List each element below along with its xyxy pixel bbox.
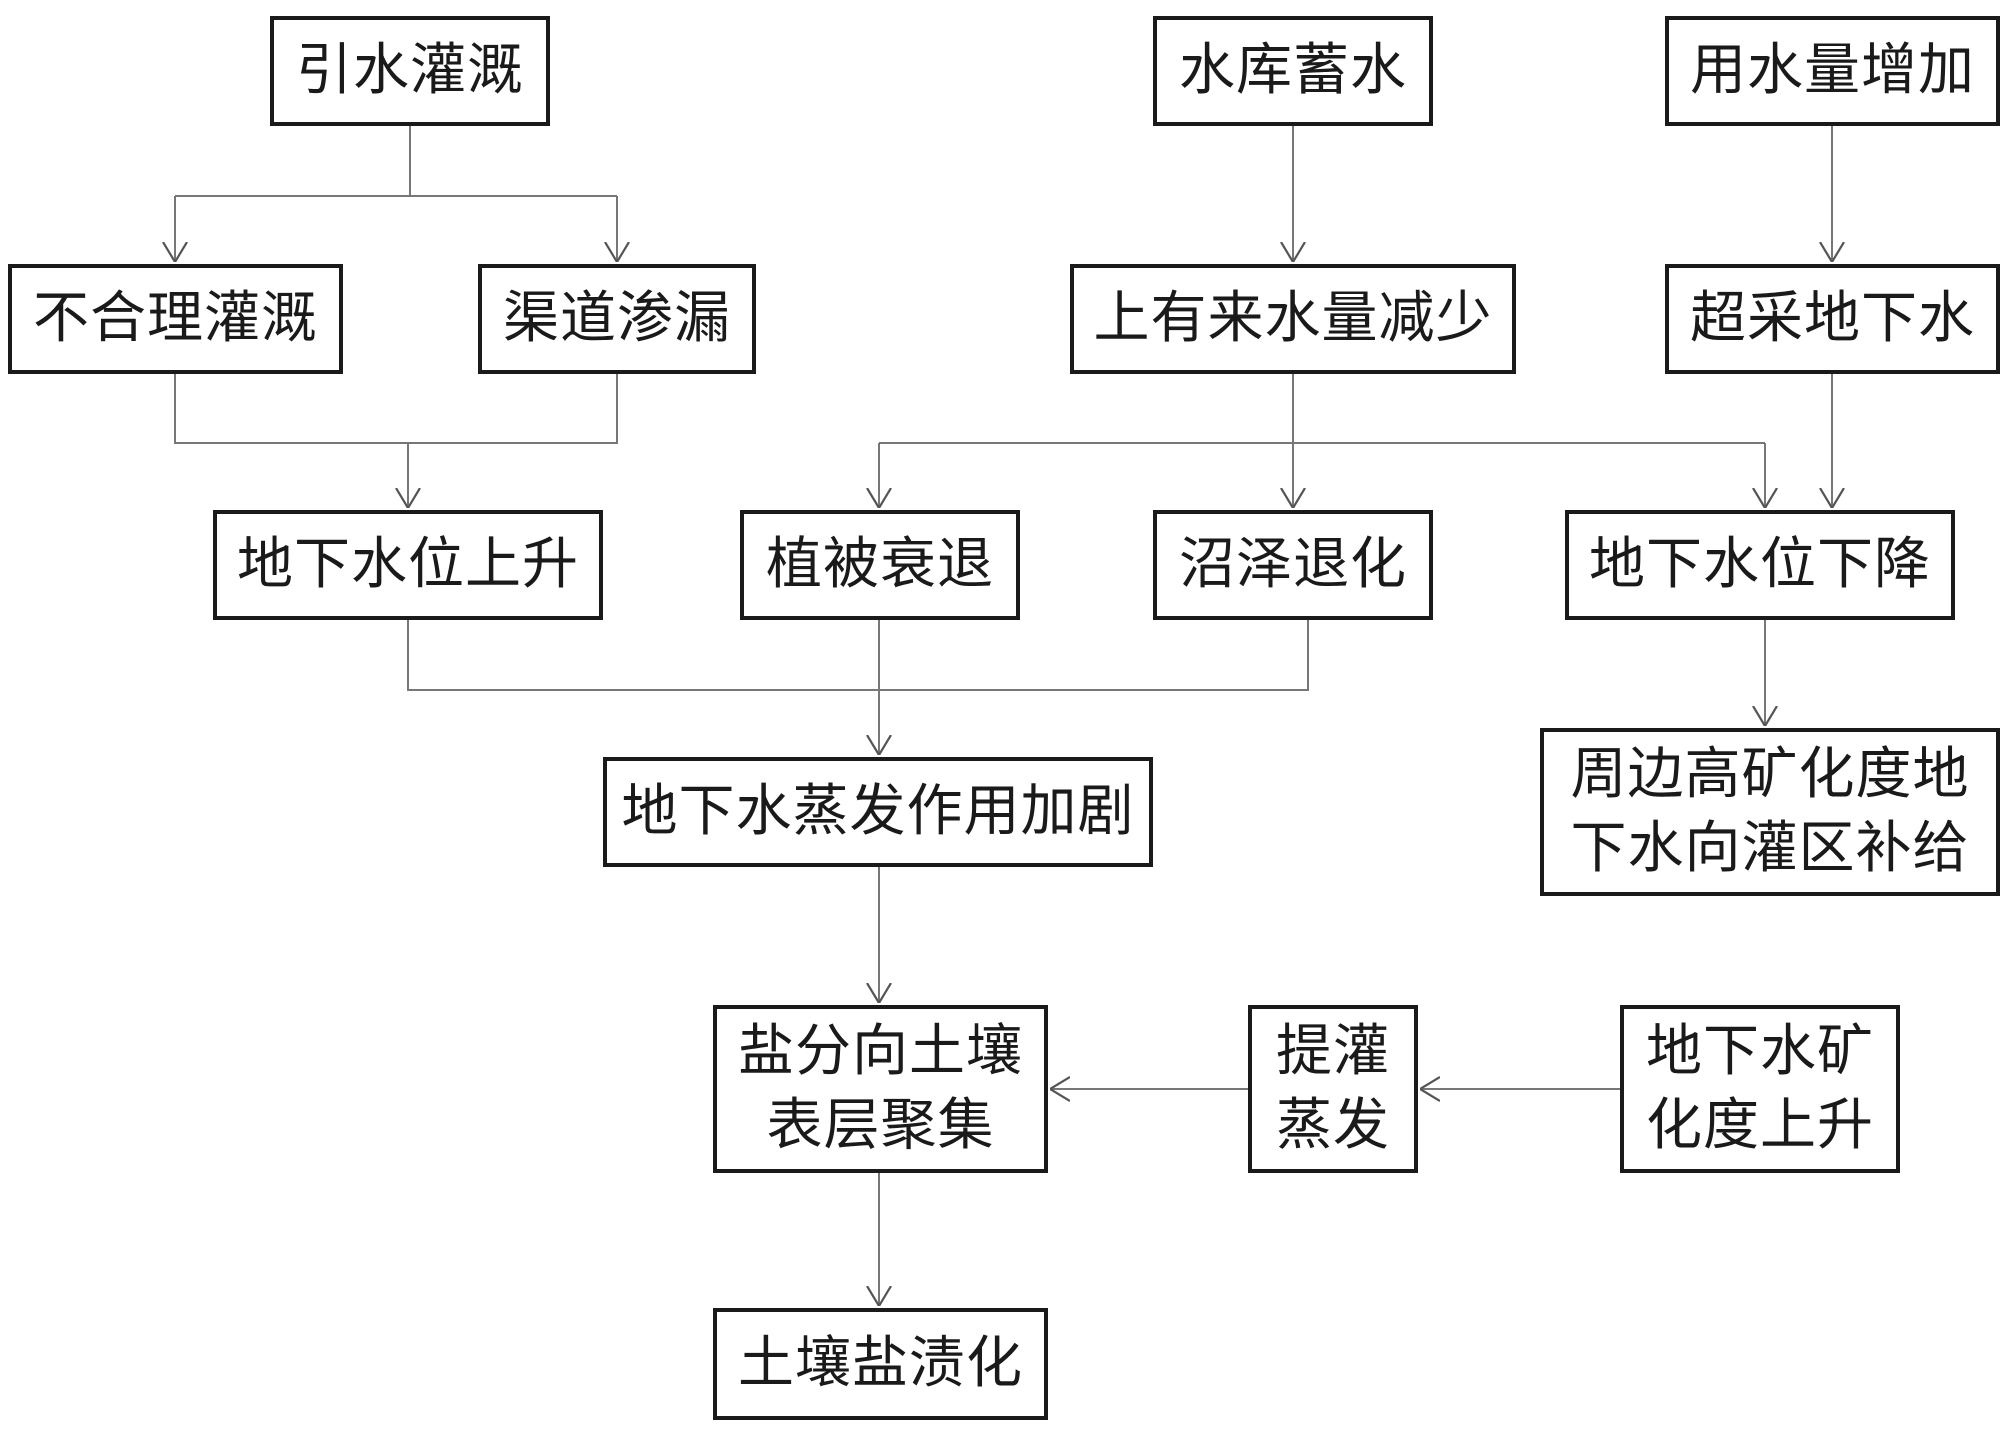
connector-yinshui-split bbox=[175, 126, 617, 197]
node-chaocai-dixiashui: 超采地下水 bbox=[1665, 264, 2000, 374]
node-yinshui-guangai: 引水灌溉 bbox=[270, 16, 550, 126]
node-qudao-shenlou: 渠道渗漏 bbox=[478, 264, 756, 374]
node-zhibei-shuaitui: 植被衰退 bbox=[740, 510, 1020, 620]
node-yanfen-juji: 盐分向土壤 表层聚集 bbox=[713, 1005, 1048, 1173]
connector-merge-to-shengwei bbox=[174, 374, 618, 508]
node-shuiku-xushui: 水库蓄水 bbox=[1153, 16, 1433, 126]
node-zhaoze-tuihua: 沼泽退化 bbox=[1153, 510, 1433, 620]
node-shangyou-laishuiliang-jianshao: 上有来水量减少 bbox=[1070, 264, 1516, 374]
node-zhengfa-jiaju: 地下水蒸发作用加剧 bbox=[603, 757, 1153, 867]
node-dixiashuiwei-xiajiang: 地下水位下降 bbox=[1565, 510, 1955, 620]
node-tiguan-zhengfa: 提灌 蒸发 bbox=[1248, 1005, 1418, 1173]
connector-merge-to-zhengfa bbox=[407, 620, 1309, 755]
node-dixiashuiwei-shangsheng: 地下水位上升 bbox=[213, 510, 603, 620]
node-yongshuiliang-zengjia: 用水量增加 bbox=[1665, 16, 2000, 126]
node-kuanghuadu-shangsheng: 地下水矿 化度上升 bbox=[1620, 1005, 1900, 1173]
node-zhoubian-buji: 周边高矿化度地 下水向灌区补给 bbox=[1540, 728, 2000, 896]
node-buheli-guangai: 不合理灌溉 bbox=[8, 264, 343, 374]
node-turang-yanzihua: 土壤盐渍化 bbox=[713, 1308, 1048, 1420]
